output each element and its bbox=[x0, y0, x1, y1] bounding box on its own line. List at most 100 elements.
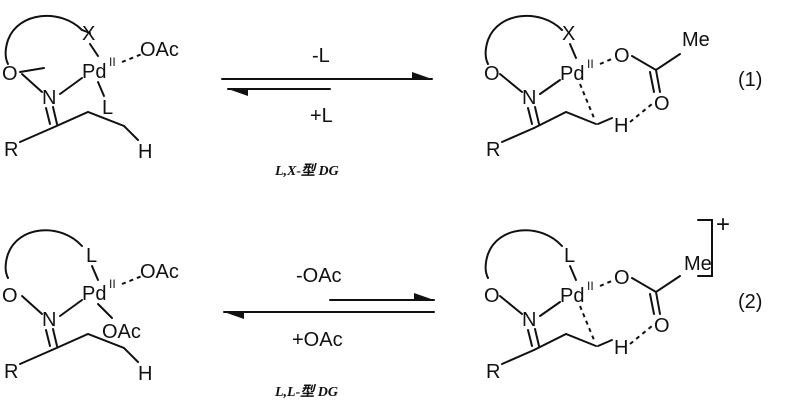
bond-n-c bbox=[527, 329, 533, 347]
bond-n-c bbox=[45, 329, 51, 347]
complex-1-product: X O Pd II O Me O N R H bbox=[484, 14, 710, 161]
ligand-l: L bbox=[102, 97, 113, 119]
atom-o-ester: O bbox=[614, 45, 630, 67]
chelate-arc bbox=[4, 14, 83, 65]
bond-chain bbox=[51, 332, 139, 363]
atom-h: H bbox=[138, 141, 152, 163]
bond-acetate bbox=[631, 275, 681, 294]
charge-bracket bbox=[697, 219, 713, 277]
caption-1: L,X-型 DG bbox=[274, 163, 339, 179]
bond-n-pd bbox=[539, 301, 561, 317]
bond-n-pd bbox=[59, 299, 83, 317]
bond-l-pd bbox=[569, 265, 577, 281]
bond-n-c-double bbox=[534, 328, 540, 347]
h-bond bbox=[629, 325, 653, 345]
bond-c-r bbox=[19, 127, 53, 143]
bond-n-c-double bbox=[52, 328, 58, 347]
atom-pd: Pd bbox=[82, 61, 106, 83]
bond-pd-l bbox=[97, 81, 105, 97]
bond-c-r bbox=[19, 349, 53, 365]
bond-pd-oac-top bbox=[121, 275, 143, 285]
oxidation-state: II bbox=[109, 55, 116, 69]
atom-o: O bbox=[484, 63, 500, 85]
group-me: Me bbox=[684, 253, 712, 275]
bond-chain bbox=[533, 110, 597, 129]
h-bond bbox=[629, 103, 653, 123]
atom-r: R bbox=[4, 139, 18, 161]
atom-pd: Pd bbox=[82, 283, 106, 305]
bond bbox=[81, 29, 91, 34]
equilibrium-arrow-1: -L +L bbox=[221, 45, 433, 127]
bond-c-r bbox=[501, 349, 535, 365]
bond-n-c-double bbox=[534, 106, 540, 125]
bond-c-h bbox=[597, 339, 613, 347]
bond-pd-o bbox=[599, 279, 615, 287]
chelate-arc bbox=[4, 229, 83, 279]
reaction-number-2: (2) bbox=[738, 291, 762, 313]
reverse-label: +L bbox=[310, 105, 333, 127]
bond-n-c-double bbox=[52, 106, 58, 125]
atom-o: O bbox=[484, 285, 500, 307]
atom-o: O bbox=[2, 285, 18, 307]
bond-o-n bbox=[499, 73, 523, 93]
agostic-bond bbox=[579, 305, 595, 341]
atom-n: N bbox=[522, 309, 536, 331]
atom-r: R bbox=[486, 139, 500, 161]
bond-c-o-double bbox=[649, 293, 655, 315]
group-oac-bottom: OAc bbox=[102, 321, 141, 343]
forward-label: -OAc bbox=[296, 265, 342, 287]
bond-pd-oac-bottom bbox=[97, 303, 113, 319]
bond-c-o bbox=[655, 69, 661, 93]
group-me: Me bbox=[682, 29, 710, 51]
bond-n-pd bbox=[539, 79, 561, 95]
chelate-arc bbox=[484, 14, 563, 65]
atom-o: O bbox=[2, 63, 18, 85]
atom-h: H bbox=[614, 115, 628, 137]
bond-o-pd-ring bbox=[19, 67, 45, 73]
ligand-l: L bbox=[564, 245, 575, 267]
chelate-arc bbox=[484, 229, 563, 279]
atom-x: X bbox=[82, 23, 95, 45]
oxidation-state: II bbox=[587, 279, 594, 293]
group-oac: OAc bbox=[140, 39, 179, 61]
forward-arrowhead bbox=[414, 293, 434, 300]
atom-r: R bbox=[4, 361, 18, 383]
bond-pd-oac bbox=[121, 53, 143, 63]
reverse-label: +OAc bbox=[292, 329, 343, 351]
atom-r: R bbox=[486, 361, 500, 383]
atom-n: N bbox=[522, 87, 536, 109]
bond-chain bbox=[533, 332, 597, 351]
bond-l-pd bbox=[91, 265, 99, 281]
atom-h: H bbox=[614, 337, 628, 359]
atom-pd: Pd bbox=[560, 63, 584, 85]
bond-o-n bbox=[21, 295, 43, 315]
atom-n: N bbox=[42, 309, 56, 331]
reverse-arrowhead bbox=[228, 89, 248, 96]
bond-n-pd bbox=[59, 77, 83, 95]
caption-2: L,L-型 DG bbox=[274, 384, 338, 400]
bond-pd-o bbox=[599, 57, 615, 65]
bond-c-r bbox=[501, 127, 535, 143]
charge-plus: + bbox=[716, 211, 730, 238]
reaction-number-1: (1) bbox=[738, 69, 762, 91]
bond-o-n bbox=[499, 295, 523, 315]
group-oac-top: OAc bbox=[140, 261, 179, 283]
bond-c-h bbox=[597, 117, 613, 125]
bond-n-c bbox=[527, 107, 533, 125]
bond-n-c bbox=[45, 107, 51, 125]
agostic-bond bbox=[579, 83, 595, 119]
bond-c-o-double bbox=[649, 71, 655, 93]
atom-n: N bbox=[42, 87, 56, 109]
bond-o-n bbox=[21, 73, 43, 93]
complex-2-product: L O Pd II O Me O N R H + bbox=[484, 211, 730, 383]
complex-1-reactant: X O Pd II OAc N L R H bbox=[2, 14, 179, 163]
bond-x-pd bbox=[89, 43, 99, 57]
bond-c-o bbox=[655, 291, 661, 315]
forward-arrowhead bbox=[412, 72, 432, 79]
atom-x: X bbox=[562, 23, 575, 45]
atom-o-ester: O bbox=[614, 267, 630, 289]
bond-acetate bbox=[631, 53, 681, 72]
forward-label: -L bbox=[312, 45, 330, 67]
atom-pd: Pd bbox=[560, 285, 584, 307]
